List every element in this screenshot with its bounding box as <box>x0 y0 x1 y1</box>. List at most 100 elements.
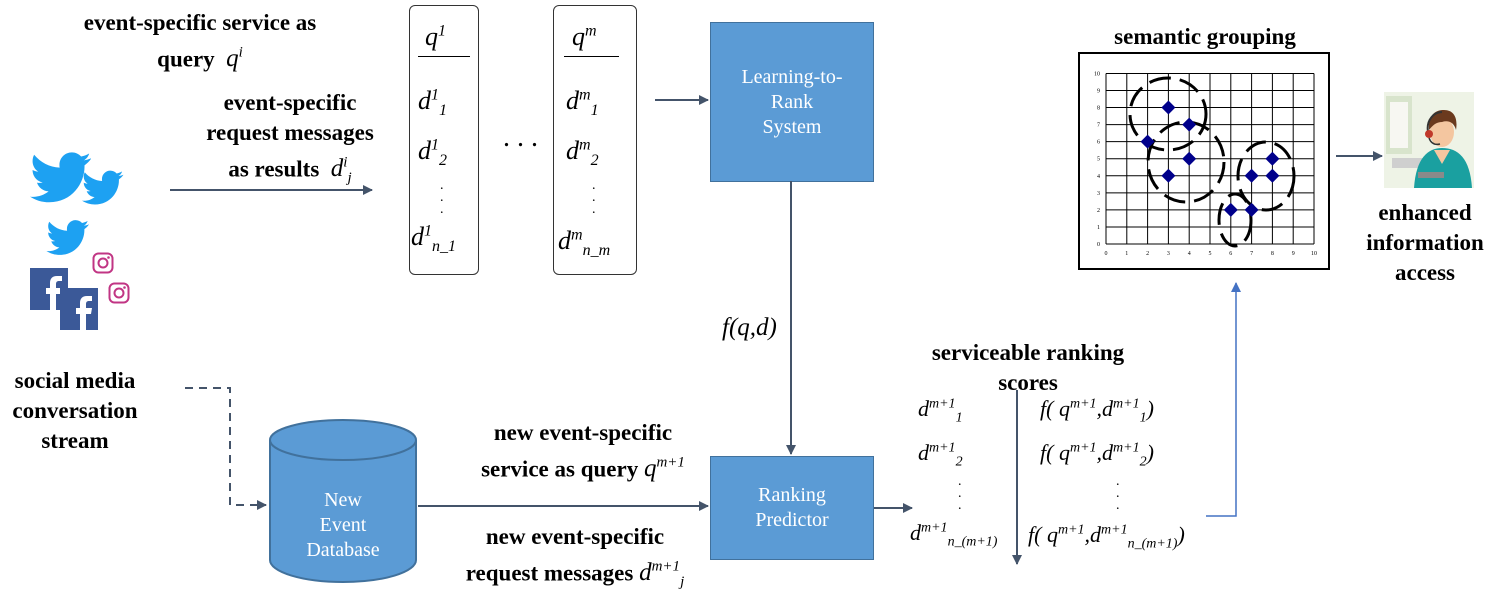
y-tick-label: 0 <box>1097 242 1100 248</box>
arrow-stream-to-database <box>185 387 267 510</box>
new-query-label: new event-specific service as query qm+1 <box>448 418 718 484</box>
y-tick-label: 2 <box>1097 208 1100 214</box>
cluster-circle-2 <box>1146 120 1226 204</box>
new-request-word: request messages <box>465 560 634 586</box>
new-query-word: service as query <box>481 456 639 482</box>
query-word: query <box>157 46 215 72</box>
x-tick-label: 8 <box>1271 251 1274 257</box>
query-m-results-box <box>553 5 637 275</box>
facebook-icon <box>60 288 98 330</box>
twitter-icon <box>82 170 124 205</box>
results-label-line1: event-specific <box>223 90 357 115</box>
scores-line1: serviceable ranking <box>931 340 1125 365</box>
new-request-line2: request messages dm+1j <box>465 559 685 591</box>
score-fn-vdots: ... <box>1116 474 1120 513</box>
scatter-grid <box>1105 72 1315 245</box>
dm-vdots: ... <box>592 178 596 217</box>
scatter-point <box>1140 134 1155 149</box>
scatter-point <box>1182 151 1197 166</box>
cluster-circles <box>1128 76 1296 248</box>
enhanced-access-label: enhanced information access <box>1350 198 1500 288</box>
scores-line2: scores <box>998 370 1058 395</box>
results-label: event-specific request messages as resul… <box>190 88 390 193</box>
enhanced-line1: enhanced <box>1378 200 1472 225</box>
social-label-line2: conversation <box>12 398 138 423</box>
scatter-points <box>1140 100 1280 217</box>
new-request-line1: new event-specific <box>485 524 665 549</box>
scatter-point <box>1244 168 1259 183</box>
social-stream-label: social media conversation stream <box>0 366 150 456</box>
results-label-line3: as results dij <box>228 155 352 187</box>
results-word: as results <box>228 156 320 182</box>
d1-n: d1n_1 <box>411 222 456 256</box>
x-tick-label: 6 <box>1229 251 1232 257</box>
scatter-point <box>1161 168 1176 183</box>
database-label: New Event Database <box>268 488 418 563</box>
y-tick-label: 7 <box>1097 123 1100 129</box>
ltr-line1: Learning-to- <box>741 65 843 88</box>
arrow-scores-to-grouping <box>1206 282 1241 517</box>
y-tick-label: 4 <box>1097 174 1100 180</box>
score-doc-n: dm+1n_(m+1) <box>910 520 998 550</box>
new-event-database <box>269 419 417 583</box>
query-1-results-box <box>409 5 479 275</box>
query-label-line1: event-specific service as <box>83 10 317 35</box>
query-label-line2: query qi <box>157 45 243 73</box>
learning-to-rank-box: Learning-to- Rank System <box>710 22 874 182</box>
y-tick-label: 8 <box>1097 106 1100 112</box>
cluster-circle-4 <box>1217 192 1253 248</box>
dm-2: dm2 <box>566 136 599 170</box>
ltr-line3: System <box>762 115 822 138</box>
score-doc-2: dm+12 <box>918 440 963 470</box>
social-label-line3: stream <box>41 428 109 453</box>
boxes-ellipsis: . . . <box>503 122 538 153</box>
query-label: event-specific service as query qi <box>55 8 345 74</box>
score-doc-1: dm+11 <box>918 396 963 426</box>
y-tick-label: 10 <box>1094 71 1100 77</box>
dm-n: dmn_m <box>558 226 611 260</box>
score-fn-n: f( qm+1,dm+1n_(m+1)) <box>1028 522 1185 552</box>
new-query-line1: new event-specific <box>493 420 673 445</box>
score-fn-2: f( qm+1,dm+12) <box>1040 440 1154 470</box>
x-tick-label: 0 <box>1105 251 1108 257</box>
enhanced-line3: access <box>1394 260 1456 285</box>
ltr-line2: Rank <box>770 90 814 113</box>
x-tick-label: 1 <box>1125 251 1128 257</box>
instagram-icon <box>108 282 130 304</box>
x-tick-label: 10 <box>1311 251 1317 257</box>
y-tick-label: 6 <box>1097 140 1100 146</box>
scatter-point <box>1182 117 1197 132</box>
x-tick-label: 9 <box>1292 251 1295 257</box>
db-line3: Database <box>306 539 380 561</box>
qm-divider <box>564 56 619 57</box>
results-label-line2: request messages <box>206 120 374 145</box>
semantic-grouping-title: semantic grouping <box>1114 24 1296 49</box>
scatter-point <box>1244 202 1259 217</box>
y-tick-label: 1 <box>1097 225 1100 231</box>
cluster-circle-3 <box>1236 140 1296 212</box>
x-tick-label: 7 <box>1250 251 1253 257</box>
scatter-point <box>1223 202 1238 217</box>
x-tick-label: 4 <box>1188 251 1191 257</box>
new-query-line2: service as query qm+1 <box>481 455 685 483</box>
score-fn-1: f( qm+1,dm+11) <box>1040 396 1154 426</box>
dm-1: dm1 <box>566 86 599 120</box>
x-tick-label: 2 <box>1146 251 1149 257</box>
y-tick-label: 5 <box>1097 157 1100 163</box>
scatter-point <box>1265 168 1280 183</box>
q1-divider <box>418 56 470 57</box>
y-tick-label: 9 <box>1097 88 1100 94</box>
scatter-point <box>1265 151 1280 166</box>
d1-1: d11 <box>418 86 447 120</box>
rp-line1: Ranking <box>758 484 826 506</box>
instagram-icon <box>92 252 114 274</box>
new-request-label: new event-specific request messages dm+1… <box>440 522 710 597</box>
db-line1: New <box>324 489 362 511</box>
x-tick-label: 3 <box>1167 251 1170 257</box>
scatter-point <box>1161 100 1176 115</box>
cluster-circle-1 <box>1128 76 1208 152</box>
d1-2: d12 <box>418 136 447 170</box>
